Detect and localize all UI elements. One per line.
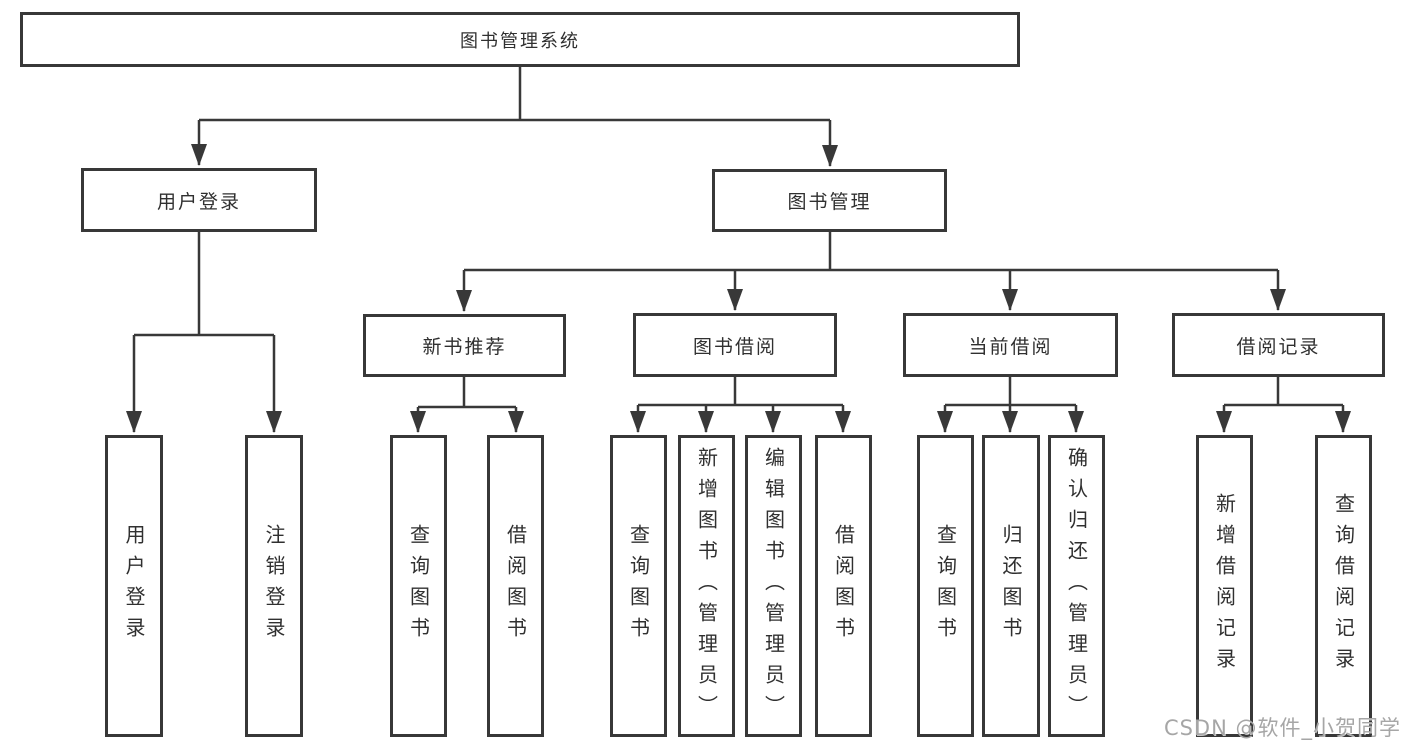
- leaf-user-login: 用户登录: [105, 435, 163, 737]
- node-borrow-records: 借阅记录: [1172, 313, 1385, 377]
- csdn-watermark: CSDN @软件_小贺同学: [1163, 716, 1401, 740]
- leaf-logout-label: 注销登录: [262, 524, 286, 648]
- leaf-newbook-borrow-books-label: 借阅图书: [503, 524, 528, 648]
- leaf-borrow-borrow-books: 借阅图书: [815, 435, 872, 737]
- leaf-add-book-admin: 新增图书（管理员）: [678, 435, 735, 737]
- leaf-logout: 注销登录: [245, 435, 303, 737]
- node-current-borrow-label: 当前借阅: [968, 335, 1053, 358]
- node-library-system-label: 图书管理系统: [460, 30, 580, 52]
- node-new-book-recommend-label: 新书推荐: [422, 336, 507, 358]
- leaf-query-borrow-record: 查询借阅记录: [1315, 435, 1372, 737]
- leaf-newbook-borrow-books: 借阅图书: [487, 435, 544, 737]
- node-new-book-recommend: 新书推荐: [363, 314, 566, 377]
- node-book-management: 图书管理: [712, 169, 947, 232]
- leaf-edit-book-admin: 编辑图书（管理员）: [745, 435, 802, 737]
- node-user-login: 用户登录: [81, 168, 317, 232]
- leaf-add-borrow-record-label: 新增借阅记录: [1212, 493, 1237, 679]
- leaf-newbook-query-books-label: 查询图书: [406, 524, 431, 648]
- leaf-return-books-label: 归还图书: [999, 524, 1023, 648]
- leaf-user-login-label: 用户登录: [122, 524, 146, 648]
- leaf-add-book-admin-label: 新增图书（管理员）: [694, 446, 719, 726]
- leaf-borrow-borrow-books-label: 借阅图书: [831, 524, 856, 648]
- leaf-confirm-return-admin-label: 确认归还（管理员）: [1064, 446, 1089, 726]
- leaf-borrow-query-books-label: 查询图书: [626, 524, 651, 648]
- node-current-borrow: 当前借阅: [903, 313, 1118, 377]
- leaf-return-books: 归还图书: [982, 435, 1040, 737]
- node-book-borrow: 图书借阅: [633, 313, 837, 377]
- node-library-system: 图书管理系统: [20, 12, 1020, 67]
- leaf-current-query-books: 查询图书: [917, 435, 974, 737]
- leaf-borrow-query-books: 查询图书: [610, 435, 667, 737]
- node-book-borrow-label: 图书借阅: [692, 335, 777, 358]
- leaf-add-borrow-record: 新增借阅记录: [1196, 435, 1253, 737]
- node-user-login-label: 用户登录: [156, 190, 241, 213]
- leaf-newbook-query-books: 查询图书: [390, 435, 447, 737]
- leaf-current-query-books-label: 查询图书: [933, 524, 958, 648]
- node-borrow-records-label: 借阅记录: [1236, 335, 1321, 358]
- leaf-confirm-return-admin: 确认归还（管理员）: [1048, 435, 1105, 737]
- leaf-query-borrow-record-label: 查询借阅记录: [1331, 493, 1356, 679]
- leaf-edit-book-admin-label: 编辑图书（管理员）: [761, 446, 786, 726]
- node-book-management-label: 图书管理: [787, 191, 872, 213]
